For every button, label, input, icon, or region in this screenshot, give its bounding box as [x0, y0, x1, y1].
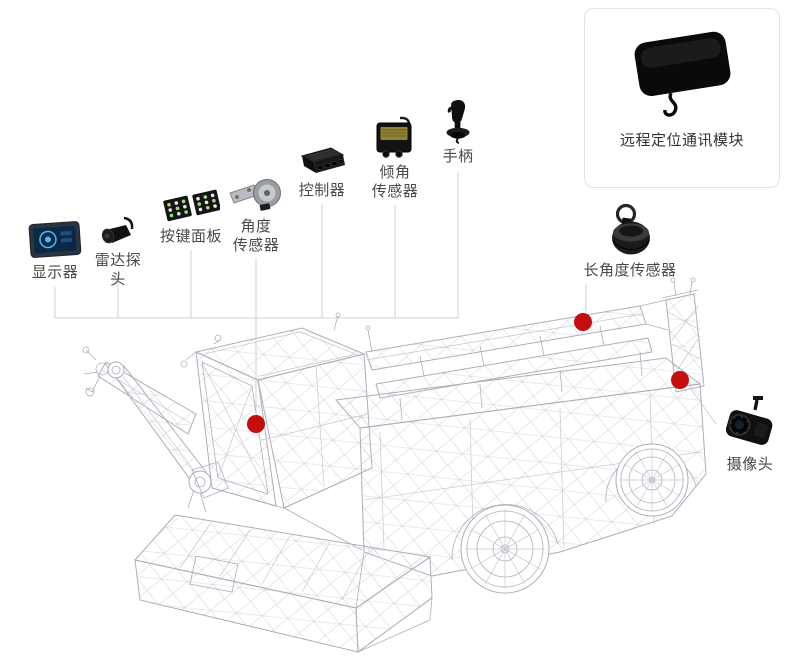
- component-radar: 雷达探头: [88, 214, 148, 290]
- component-handle: 手柄: [438, 98, 478, 167]
- display-label: 显示器: [31, 264, 79, 281]
- component-keypad: 按键面板: [160, 188, 222, 247]
- handle-label: 手柄: [442, 148, 474, 165]
- controller-label: 控制器: [298, 182, 346, 199]
- radar-probe-icon: [101, 216, 134, 244]
- marker-dot-cab: [247, 415, 265, 433]
- long-angle-sensor-icon: [612, 203, 650, 255]
- gps-module-icon: [634, 31, 731, 117]
- component-display: 显示器: [20, 220, 90, 283]
- remote-module-card: 远程定位通讯模块: [584, 8, 780, 188]
- radar-label: 雷达探头: [94, 252, 142, 288]
- display-icon: [28, 221, 82, 258]
- joystick-icon: [446, 100, 470, 144]
- keypad-icon: [163, 189, 220, 222]
- long-angle-sensor-label: 长角度传感器: [583, 262, 677, 279]
- component-controller: 控制器: [294, 144, 350, 201]
- component-camera: 摄像头: [716, 394, 784, 475]
- marker-dot-mast: [671, 371, 689, 389]
- camera-icon: [725, 396, 773, 445]
- component-long-angle-sensor: 长角度传感器: [580, 200, 680, 281]
- truck-wireframe: [82, 277, 707, 653]
- keypad-label: 按键面板: [160, 228, 223, 245]
- tilt-sensor-label: 倾角 传感器: [371, 164, 419, 200]
- connector-lines: [54, 172, 717, 425]
- angle-sensor-label: 角度 传感器: [232, 218, 280, 254]
- marker-dot-rail: [574, 313, 592, 331]
- remote-module-label: 远程定位通讯模块: [619, 132, 744, 149]
- component-tilt-sensor: 倾角 传感器: [370, 114, 420, 202]
- component-angle-sensor: 角度 传感器: [224, 174, 288, 256]
- camera-label: 摄像头: [726, 456, 774, 473]
- controller-icon: [300, 147, 345, 173]
- tilt-sensor-icon: [376, 116, 412, 158]
- angle-sensor-icon: [229, 179, 281, 211]
